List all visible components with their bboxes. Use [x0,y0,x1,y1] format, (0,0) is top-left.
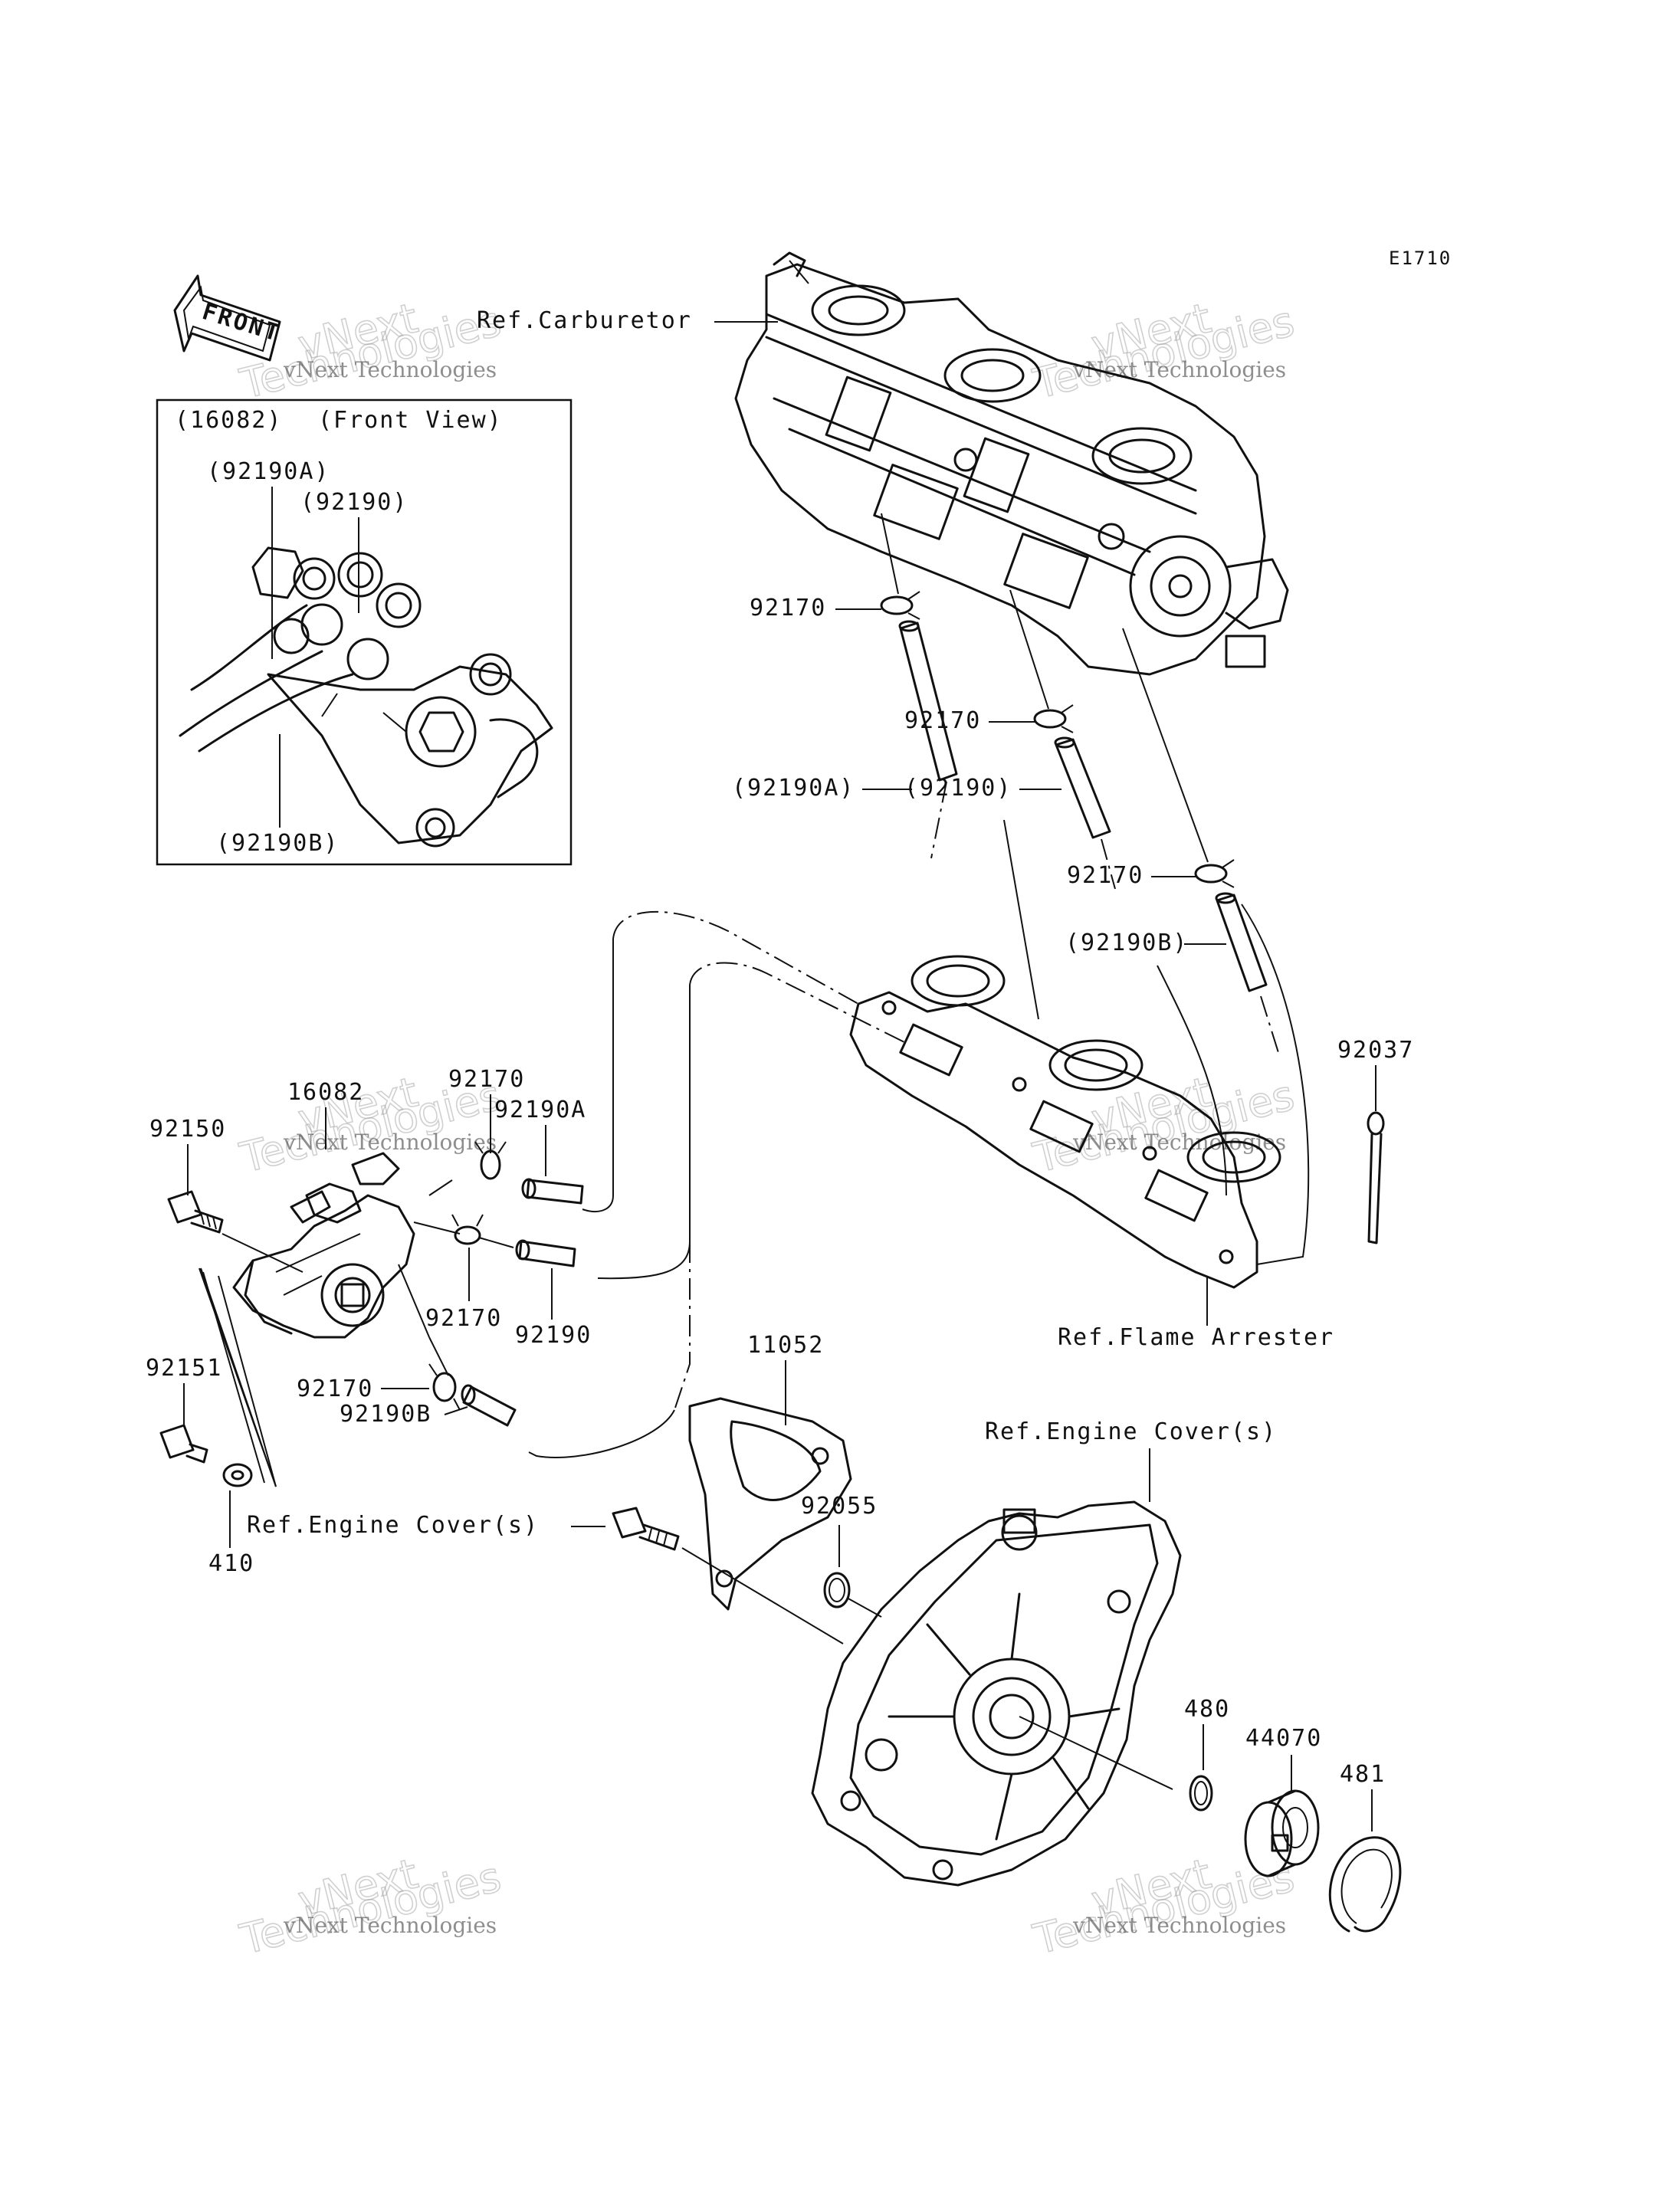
front-view-inset: (16082) (Front View) (92190A) (92190) (9… [156,398,573,866]
circlip-481 [1328,1836,1402,1933]
diagram-code: E1710 [1389,248,1452,269]
hose-92190 [1054,736,1111,839]
inset-title-part: (16082) [175,407,282,434]
watermark-bottom-right: vNext Technologies vNext Technologies [1028,1849,1299,1965]
label-ref-engine-cover-left: Ref.Engine Cover(s) [247,1512,539,1539]
bolt-92151 [159,1424,208,1464]
label-ref-carburetor: Ref.Carburetor [477,307,692,334]
watermark-top-left: vNext Technologies vNext Technologies [235,293,506,409]
inset-label-92190B: (92190B) [216,830,340,857]
label-92151: 92151 [146,1355,222,1382]
oil-pump-body [232,1152,415,1339]
label-480: 480 [1184,1696,1230,1723]
watermark-bottom-left: vNext Technologies vNext Technologies [235,1849,506,1965]
label-92037: 92037 [1337,1037,1414,1064]
clamp-92170-e [451,1214,484,1245]
label-92170-c: 92170 [1067,862,1144,889]
engine-cover [811,1500,1182,1887]
label-11052: 11052 [747,1332,824,1359]
label-92190A-paren: (92190A) [732,775,855,802]
hose-92190-lower [515,1239,576,1267]
cable-tie-92037 [1367,1111,1385,1244]
label-16082: 16082 [287,1079,364,1106]
label-410: 410 [208,1550,254,1577]
washer-410 [222,1463,253,1487]
label-92190B-paren: (92190B) [1065,930,1189,956]
svg-text:vNext Technologies: vNext Technologies [1072,1913,1286,1938]
snap-ring-480 [1189,1775,1213,1812]
svg-text:vNext Technologies: vNext Technologies [283,1913,497,1938]
label-92170-a: 92170 [750,595,826,621]
svg-text:vNext Technologies: vNext Technologies [283,357,497,382]
svg-text:vNext Technologies: vNext Technologies [1072,1130,1286,1155]
carburetor-assembly [734,251,1289,676]
inset-label-92190A: (92190A) [207,458,330,485]
clamp-92170-d [474,1141,507,1180]
bearing-44070 [1244,1789,1320,1877]
svg-text:vNext Technologies: vNext Technologies [1072,357,1286,382]
label-481: 481 [1340,1761,1386,1788]
label-92190A: 92190A [494,1097,586,1123]
hose-92190A [898,620,958,782]
label-92190B: 92190B [340,1401,431,1428]
label-92190-paren: (92190) [904,775,1012,802]
inset-frame [156,398,573,866]
clamp-92170-b [1033,704,1074,733]
inset-title-view: (Front View) [318,407,503,434]
label-ref-engine-cover-right: Ref.Engine Cover(s) [985,1418,1277,1445]
label-92170-f: 92170 [297,1376,373,1402]
clamp-92170-f [428,1363,461,1411]
clamp-92170-a [880,591,920,620]
flame-arrester [849,955,1281,1289]
label-44070: 44070 [1245,1725,1322,1752]
label-92055: 92055 [801,1493,878,1520]
label-92190: 92190 [515,1322,592,1349]
label-92150: 92150 [149,1116,226,1143]
front-arrow-icon: FRONT [173,274,284,362]
hose-92190A-lower [521,1178,584,1205]
label-92170-e: 92170 [425,1305,502,1332]
bolt-92150 [167,1190,224,1234]
label-92170-b: 92170 [904,707,981,734]
svg-text:vNext Technologies: vNext Technologies [283,1130,497,1155]
label-92170-d: 92170 [448,1066,525,1093]
label-ref-flame-arrester: Ref.Flame Arrester [1058,1324,1334,1351]
hose-92190B-lower [461,1384,517,1427]
hose-92190B [1215,892,1268,992]
inset-label-92190: (92190) [300,489,408,516]
bolt-bracket [612,1507,680,1551]
clamp-92170-c [1194,859,1235,888]
bracket-11052 [688,1397,852,1611]
oil-pump-front-view [179,546,553,848]
o-ring-92055 [823,1572,851,1608]
